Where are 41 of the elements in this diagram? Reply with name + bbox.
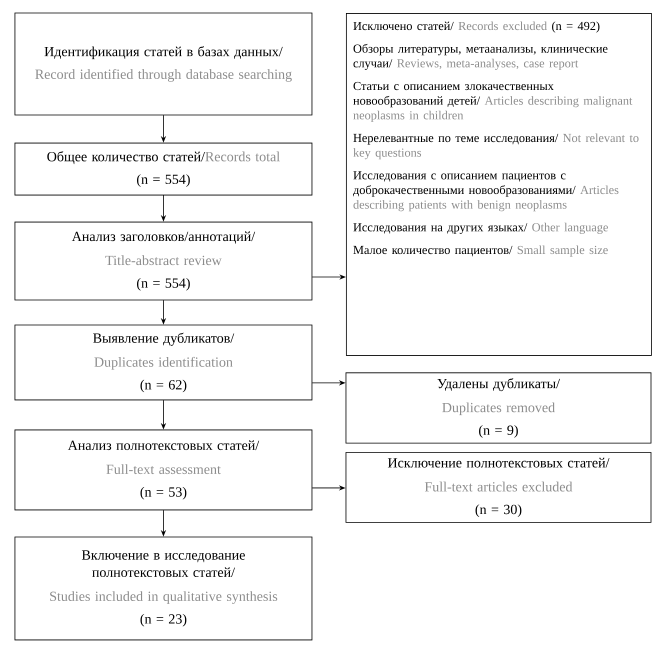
node-label: Нерелевантные по теме исследования/: [353, 134, 558, 145]
box-text: Record identified through database searching: [35, 69, 292, 82]
box-text: Анализ заголовков/аннотаций/: [72, 231, 256, 244]
process-box: [14, 222, 312, 300]
excluded-reason: Нерелевантные по теме исследования/ Not relevant to key questions: [353, 133, 639, 160]
box-text: Общее количество статей/Records total: [47, 151, 280, 164]
box-text: Идентификация статей в базах данных/: [44, 46, 283, 60]
box-text: (n = 554): [137, 174, 190, 187]
process-box: [14, 324, 312, 400]
box-text: Выявление дубликатов/: [93, 332, 234, 346]
box-text: Full-text assessment: [106, 464, 221, 474]
box-text: Duplicates removed: [442, 402, 555, 416]
excluded-reason: Обзоры литературы, метаанализы, клинические случаи/ Reviews, meta-analyses, case report: [354, 44, 608, 70]
box-text: Исключение полнотекстовых статей/: [388, 458, 610, 468]
excluded-reason: Статьи с описанием злокачественных новообразований детей/ Articles describing malignant neoplasms in children: [353, 82, 632, 122]
excluded-reason: Исследования с описанием пациентов с доброкачественными новообразованиями/ Articles describing patients with benign neoplasms: [353, 171, 618, 212]
box-text: (n = 23): [140, 614, 186, 627]
process-box: [346, 372, 652, 444]
box-text: (n = 30): [476, 504, 522, 518]
box-text: Включение в исследование полнотекстовых статей/: [82, 550, 245, 578]
excluded-reason: Исследования на других языках/ Other language: [353, 222, 608, 234]
box-text: (n = 9): [479, 425, 518, 438]
box-text: (n = 554): [137, 278, 190, 291]
box-text: Full-text articles excluded: [424, 482, 572, 492]
box-text: Удалены дубликаты/: [437, 378, 560, 392]
box-text: (n = 62): [140, 380, 186, 392]
box-text: Анализ полнотекстовых статей/: [68, 440, 260, 450]
process-box: [14, 430, 312, 510]
node-label: key questions: [353, 148, 422, 160]
process-box: [14, 536, 312, 640]
excluded-reason: Исключено статей/ Records excluded (n = 492): [353, 22, 600, 33]
process-box: [346, 452, 652, 523]
excluded-reason: Малое количество пациентов/ Small sample size: [353, 245, 608, 257]
box-text: Studies included in qualitative synthesis: [50, 591, 278, 604]
box-text: Duplicates identification: [94, 356, 233, 370]
box-text: Title-abstract review: [105, 255, 222, 266]
box-text: (n = 53): [140, 486, 186, 500]
node-label: Not relevant to: [563, 133, 639, 142]
process-box: [14, 12, 312, 116]
process-box: [14, 142, 312, 196]
process-box: [346, 13, 652, 356]
